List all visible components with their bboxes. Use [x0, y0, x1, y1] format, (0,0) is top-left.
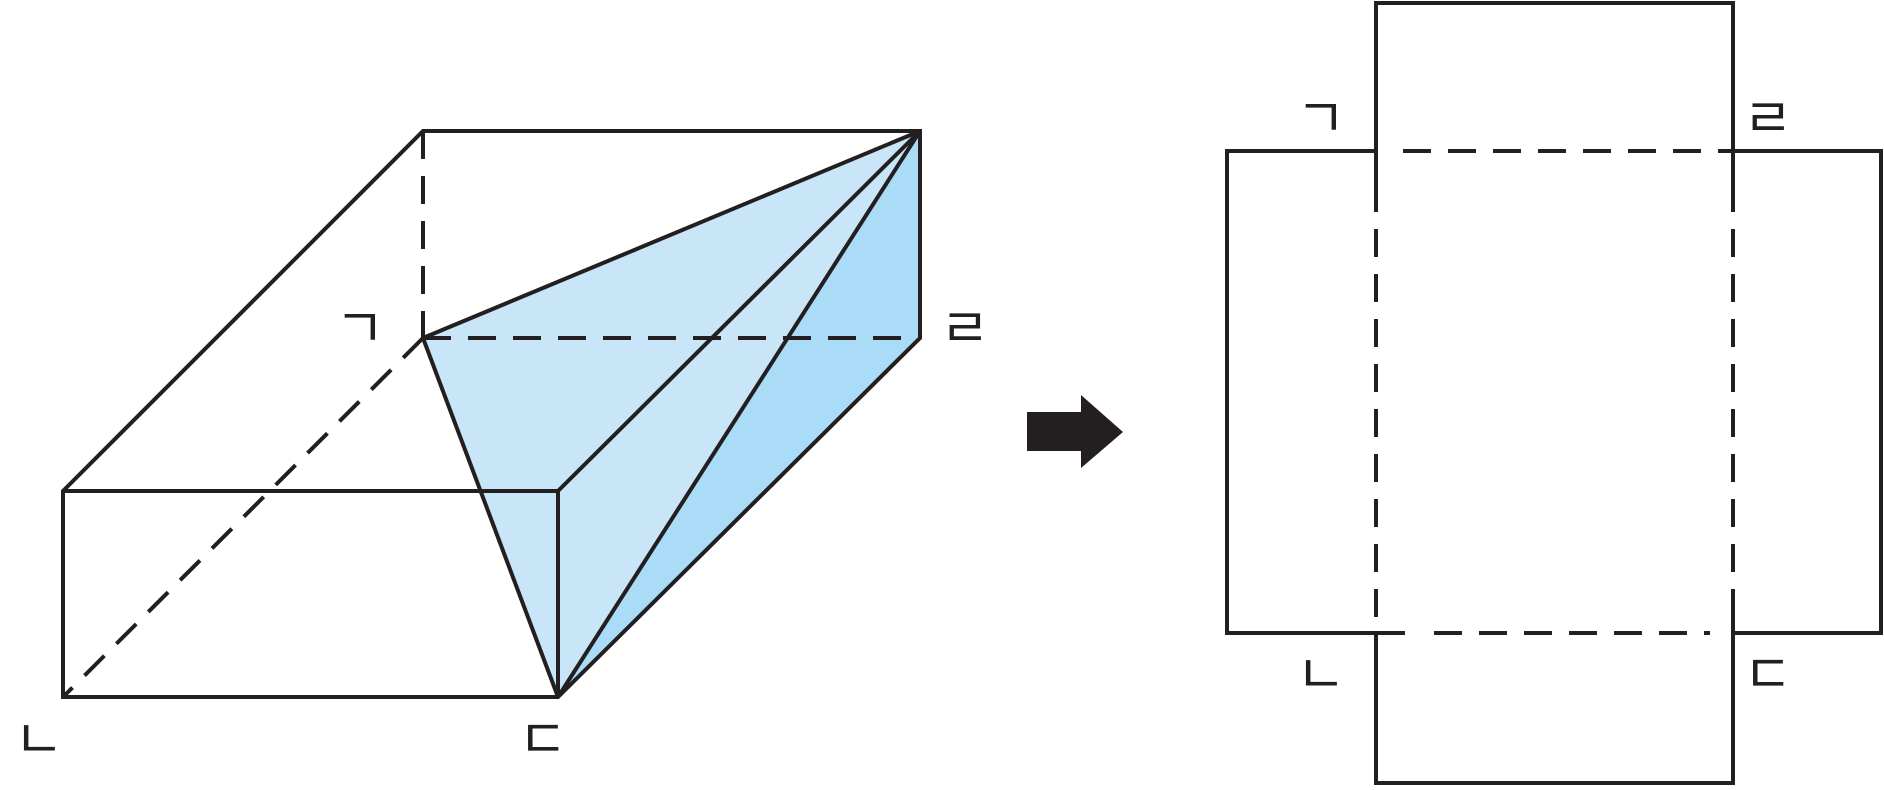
net-figure: ㄱ ㄹ ㄴ ㄷ	[1225, 1, 1883, 785]
net-corner-cuts	[1374, 151, 1735, 635]
solid-label-bottom-left: ㄴ	[14, 708, 64, 771]
net-label-bottom-left: ㄴ	[1296, 643, 1346, 706]
box-hidden-edges	[61, 131, 920, 699]
net-label-top-left: ㄱ	[1296, 87, 1346, 150]
right-arrow-icon	[1027, 395, 1123, 468]
solid-label-top-left: ㄱ	[335, 297, 385, 360]
net-fold-lines	[1374, 149, 1735, 635]
net-label-top-right: ㄹ	[1743, 87, 1793, 150]
shaded-face-light	[423, 131, 920, 697]
solid-label-bottom-right: ㄷ	[518, 708, 568, 771]
solid-label-top-right: ㄹ	[940, 297, 990, 360]
box-solid: ㄱ ㄴ ㄷ ㄹ	[14, 129, 990, 771]
net-label-bottom-right: ㄷ	[1743, 643, 1793, 706]
tetrahedron-edges	[421, 129, 922, 699]
